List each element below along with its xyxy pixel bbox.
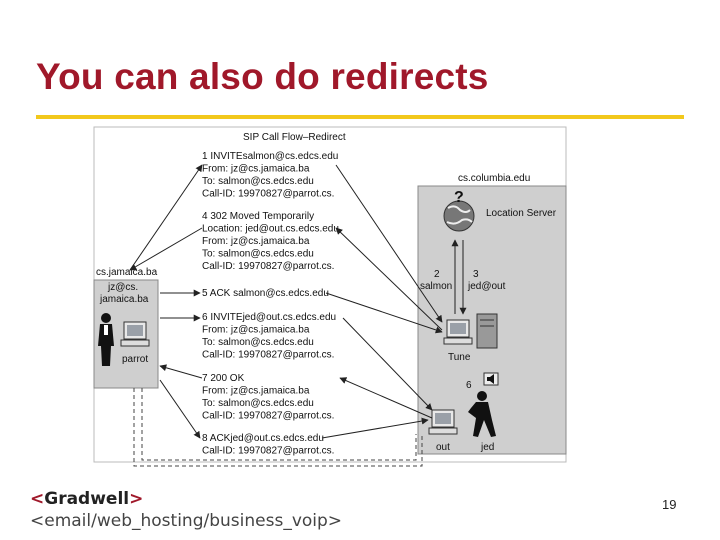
page-number: 19 [662, 497, 677, 512]
footer-tagline: <email/web_hosting/business_voip> [30, 511, 343, 531]
left-domain-label: cs.jamaica.ba [96, 267, 158, 278]
media-path-outer [133, 388, 423, 467]
arrow-7-from-out [339, 377, 433, 419]
caller-person-icon [98, 313, 114, 366]
left-host-label: parrot [122, 354, 148, 365]
message-2-line-4: To: salmon@cs.edcs.edu [202, 249, 314, 260]
message-3-line-1: 5 ACK salmon@cs.edcs.edu [202, 288, 329, 299]
parrot-computer-icon [120, 321, 150, 347]
tune-computer-icon [443, 319, 473, 345]
left-user-line1: jz@cs. [107, 282, 138, 293]
arrow-1-to-tune [335, 164, 443, 323]
jed-person-icon [468, 391, 496, 437]
proxy-host-label: Tune [448, 352, 471, 363]
tune-server-tower-icon [476, 313, 498, 349]
message-5-line-3: To: salmon@cs.edcs.edu [202, 398, 314, 409]
arrow-1-to-msg [129, 164, 203, 271]
arrow-4-from-tune [335, 227, 443, 331]
arrow-5-to-tune [325, 292, 443, 334]
out-computer-icon [428, 409, 458, 435]
arrow-3-label: jed@out [467, 281, 506, 292]
arrow-4-to-parrot [129, 227, 203, 271]
message-4-line-2: From: jz@cs.jamaica.ba [202, 325, 310, 336]
speaker-icon [483, 372, 499, 386]
arrow-6-to-out [342, 317, 433, 411]
media-path-inner [141, 388, 417, 461]
diagram-title: SIP Call Flow–Redirect [243, 132, 346, 143]
svg-text:?: ? [454, 189, 464, 206]
message-2-line-3: From: jz@cs.jamaica.ba [202, 236, 310, 247]
arrow-3-number: 3 [473, 269, 479, 280]
message-4-line-4: Call-ID: 19970827@parrot.cs. [202, 350, 334, 361]
arrow-7-to-parrot [159, 364, 203, 379]
message-1-line-1: 1 INVITEsalmon@cs.edcs.edu [202, 151, 338, 162]
message-2-line-2: Location: jed@out.cs.edcs.edu [202, 224, 339, 235]
step-6-number: 6 [466, 380, 472, 391]
message-arrows [129, 164, 443, 439]
message-4-line-3: To: salmon@cs.edcs.edu [202, 337, 314, 348]
message-5-line-2: From: jz@cs.jamaica.ba [202, 386, 310, 397]
message-1-line-4: Call-ID: 19970827@parrot.cs. [202, 189, 334, 200]
message-6-line-1: 8 ACKjed@out.cs.edcs.edu [202, 433, 324, 444]
target-user-label: jed [480, 442, 494, 453]
title-underline [36, 115, 684, 119]
arrow-2-label: salmon [420, 281, 452, 292]
message-4-line-1: 6 INVITEjed@out.cs.edcs.edu [202, 312, 336, 323]
gradwell-logo: <Gradwell> [30, 489, 144, 509]
message-1-line-3: To: salmon@cs.edcs.edu [202, 176, 314, 187]
arrow-8-from-parrot [159, 379, 201, 439]
target-host-label: out [436, 442, 450, 453]
message-2-line-5: Call-ID: 19970827@parrot.cs. [202, 261, 334, 272]
left-user-line2: jamaica.ba [99, 294, 149, 305]
message-1-line-2: From: jz@cs.jamaica.ba [202, 164, 310, 175]
location-server-globe-icon: ? [443, 189, 475, 232]
right-domain-label: cs.columbia.edu [458, 173, 530, 184]
arrow-8-to-out [321, 417, 429, 439]
message-5-line-4: Call-ID: 19970827@parrot.cs. [202, 411, 334, 422]
message-5-line-1: 7 200 OK [202, 373, 245, 384]
slide-title: You can also do redirects [36, 56, 489, 97]
message-6-line-2: Call-ID: 19970827@parrot.cs. [202, 446, 334, 457]
message-2-line-1: 4 302 Moved Temporarily [202, 211, 314, 222]
location-server-label: Location Server [486, 208, 557, 219]
arrow-2-number: 2 [434, 269, 440, 280]
